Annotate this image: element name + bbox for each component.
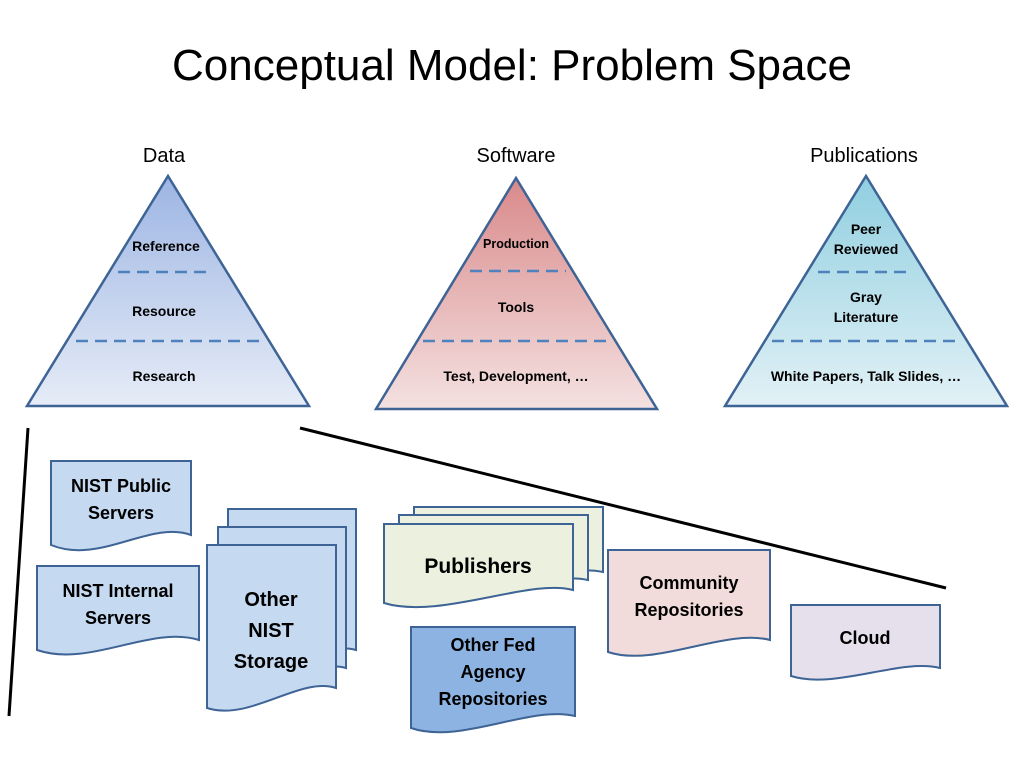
document-shape bbox=[50, 460, 192, 552]
repository-label: Cloud bbox=[840, 628, 891, 648]
label-line: Peer bbox=[851, 221, 882, 237]
pyramid-shape bbox=[722, 173, 1010, 408]
pyramid-heading: Data bbox=[143, 145, 186, 167]
label-line: Storage bbox=[234, 651, 308, 673]
label-line: Community bbox=[640, 573, 739, 593]
label-line: NIST Internal bbox=[62, 581, 173, 601]
label-line: Servers bbox=[85, 608, 151, 628]
pyramid-shape bbox=[373, 175, 660, 411]
document-shape-front bbox=[206, 544, 337, 712]
label-line: Literature bbox=[834, 309, 899, 325]
label-line: Repositories bbox=[634, 600, 743, 620]
repository-label: Publishers bbox=[424, 555, 531, 578]
pyramid-heading: Software bbox=[477, 145, 556, 167]
label-line: Other Fed bbox=[450, 635, 535, 655]
pyramid-data: Data Reference Resource Research bbox=[24, 145, 312, 408]
document-shape bbox=[410, 626, 576, 734]
tier-label-bottom: Test, Development, … bbox=[443, 368, 588, 384]
label-line: Other bbox=[244, 589, 298, 611]
label-line: Repositories bbox=[438, 689, 547, 709]
label-line: Servers bbox=[88, 503, 154, 523]
pyramid-software: Software Production Tools Test, Developm… bbox=[373, 145, 660, 411]
pyramid-shape bbox=[24, 173, 312, 408]
document-shape bbox=[36, 565, 200, 656]
label-line: NIST bbox=[248, 620, 294, 642]
tier-label-top: Production bbox=[483, 237, 549, 251]
cloud-repository: Cloud bbox=[790, 604, 941, 681]
label-line: Agency bbox=[460, 662, 525, 682]
publishers: Publishers bbox=[383, 506, 604, 609]
label-line: NIST Public bbox=[71, 476, 171, 496]
tier-label-top: Reference bbox=[132, 238, 200, 254]
tier-label-middle: Resource bbox=[132, 303, 196, 319]
page-title: Conceptual Model: Problem Space bbox=[172, 41, 852, 90]
funnel-left-line bbox=[7, 427, 30, 717]
label-line: Reviewed bbox=[834, 241, 899, 257]
label-line: Gray bbox=[850, 289, 882, 305]
tier-label-middle: Tools bbox=[498, 299, 535, 315]
document-shape bbox=[607, 549, 771, 657]
pyramid-heading: Publications bbox=[810, 145, 918, 167]
document-shape bbox=[790, 604, 941, 681]
tier-label-bottom: Research bbox=[132, 368, 195, 384]
funnel-right-line bbox=[299, 426, 947, 590]
document-shape-front bbox=[383, 523, 574, 609]
tier-label-bottom: White Papers, Talk Slides, … bbox=[771, 368, 961, 384]
